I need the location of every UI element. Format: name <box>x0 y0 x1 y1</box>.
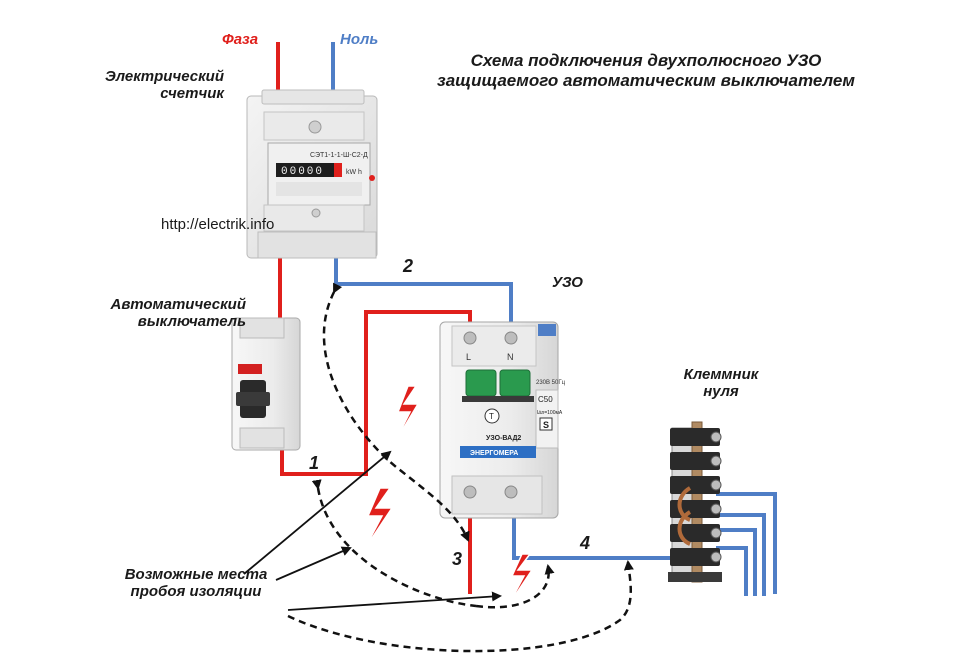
fault-locations-label: Возможные места пробоя изоляции <box>108 566 284 601</box>
meter-label-line-1: Электрический <box>104 68 224 85</box>
arrow-icon <box>243 450 392 575</box>
meter-label-line-2: счетчик <box>160 85 224 103</box>
rcd-terminal-l: L <box>466 352 471 362</box>
dashed-path-2-to-3 <box>322 282 470 542</box>
neutral-out-wire-1 <box>716 492 777 594</box>
title-line-1: Схема подключения двухполюсного УЗО <box>470 51 822 70</box>
electric-meter: СЭТ1-1-1-Ш-С2-Д 00000 kW h <box>246 89 378 259</box>
neutral-out-wire-4 <box>716 546 748 596</box>
rcd-curve-text: C50 <box>538 395 553 404</box>
breaker-label: Автоматический выключатель <box>92 296 246 331</box>
rcd-terminal-n: N <box>507 352 514 362</box>
title-line-2: защищаемого автоматическим выключателем <box>437 70 855 90</box>
rcd-brand-text: ЭНЕРГОМЕРА <box>470 450 518 457</box>
fault-label-line-2: пробоя изоляции <box>130 583 262 601</box>
neutral-label: Ноль <box>340 31 379 48</box>
rcd-device: L N 230В 50Гц C50 I∆n=100мА S Т УЗО-ВАД2… <box>439 321 566 519</box>
fault-label-line-1: Возможные места <box>124 566 268 583</box>
lightning-bolt-icon <box>363 487 394 551</box>
dashed-path-1-to-3 <box>311 479 477 608</box>
rcd-model-text: УЗО-ВАД2 <box>486 435 521 442</box>
arrow-icon <box>275 546 352 581</box>
meter-digits-text: 00000 <box>281 166 324 178</box>
neutral-wire-2 <box>334 258 513 330</box>
dashed-path-3-loop <box>475 564 555 609</box>
lightning-bolt-icon <box>507 553 534 607</box>
neutral-terminal-block <box>668 421 722 583</box>
wire-number-1: 1 <box>309 453 320 473</box>
fault-current-paths <box>287 282 634 653</box>
dashed-path-4-return <box>287 560 634 653</box>
wire-number-2: 2 <box>403 256 414 276</box>
phase-label: Фаза <box>222 31 259 48</box>
breaker-label-line-2: выключатель <box>137 313 246 331</box>
rcd-test-text: Т <box>489 412 494 421</box>
neutral-out-wire-3 <box>716 528 757 596</box>
website-label: http://electrik.info <box>161 216 275 233</box>
terminal-label: Клеммник нуля <box>666 366 776 401</box>
breaker-label-line-1: Автоматический <box>110 296 246 313</box>
circuit-breaker <box>231 317 301 451</box>
rcd-rating-text: 230В 50Гц <box>536 380 566 386</box>
meter-label: Электрический счетчик <box>100 68 224 103</box>
wire-number-4: 4 <box>580 533 591 553</box>
neutral-out-wire-2 <box>716 513 766 596</box>
fault-pointer-arrows <box>243 450 502 611</box>
arrow-icon <box>287 591 502 611</box>
terminal-label-line-2: нуля <box>703 383 739 401</box>
neutral-wire-4 <box>512 512 670 560</box>
diagram-title: Схема подключения двухполюсного УЗО защи… <box>366 51 926 90</box>
wire-number-3: 3 <box>452 549 463 569</box>
rcd-label: УЗО <box>552 274 583 291</box>
rcd-type-text: S <box>543 420 549 430</box>
lightning-bolt-icon <box>393 385 420 445</box>
meter-model-text: СЭТ1-1-1-Ш-С2-Д <box>310 152 368 159</box>
lightning-bolts <box>363 385 534 607</box>
terminal-label-line-1: Клеммник <box>683 366 759 383</box>
meter-unit-text: kW h <box>346 169 362 176</box>
rcd-current-text: I∆n=100мА <box>537 410 563 416</box>
